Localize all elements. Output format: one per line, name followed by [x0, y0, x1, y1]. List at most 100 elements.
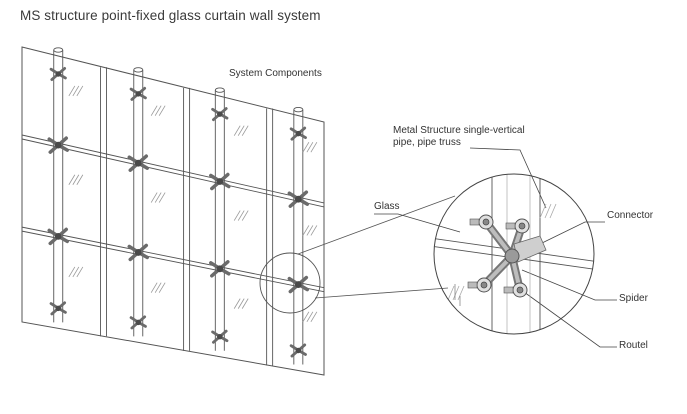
- pipe-top: [133, 67, 144, 73]
- spider-fitting: [289, 126, 307, 141]
- glass-reflection: [306, 141, 314, 153]
- spider-fitting: [49, 301, 67, 316]
- detail-routel-nut: [503, 286, 514, 294]
- glass-reflection: [158, 105, 166, 116]
- glass-reflection: [154, 282, 162, 293]
- label-connector: Connector: [607, 210, 654, 221]
- detail-reflection: [447, 285, 455, 301]
- detail-routel-core: [516, 286, 524, 294]
- glass-reflection: [306, 311, 314, 323]
- label-leader-line: [374, 213, 461, 233]
- spider-hub: [217, 111, 223, 117]
- spider-fitting: [129, 315, 147, 330]
- spider-fitting: [129, 86, 147, 101]
- glass-reflection: [76, 266, 84, 278]
- glass-reflection: [76, 174, 84, 185]
- glass-reflection: [310, 141, 318, 153]
- horizontal-joint: [21, 226, 325, 289]
- glass-reflection: [233, 125, 241, 136]
- spider-fitting: [127, 243, 150, 262]
- glass-reflection: [302, 311, 310, 323]
- glass-reflection: [241, 210, 249, 221]
- spider-fitting: [127, 154, 150, 172]
- glass-reflection: [158, 192, 166, 203]
- spider-hub: [295, 130, 302, 137]
- spider-hub: [294, 281, 302, 288]
- spider-fitting: [289, 343, 307, 358]
- spider-hub: [135, 319, 141, 326]
- glass-reflection: [150, 105, 158, 116]
- detail-reflection: [457, 285, 465, 301]
- detail-reflection: [539, 203, 547, 219]
- detail-routel-nut: [469, 218, 480, 226]
- spider-fitting: [211, 107, 229, 122]
- pipe-top: [53, 47, 64, 53]
- label-spider: Spider: [619, 293, 648, 304]
- callout-line-top: [297, 195, 456, 255]
- spider-fitting: [287, 190, 310, 208]
- glass-wall-elevation: [21, 46, 325, 376]
- glass-reflection: [302, 225, 310, 236]
- glass-reflection: [233, 210, 241, 221]
- spider-fitting: [287, 275, 310, 294]
- glass-reflection: [237, 298, 245, 309]
- spider-hub: [55, 71, 61, 77]
- glass-reflection: [68, 85, 76, 97]
- spider-hub: [134, 249, 142, 256]
- detail-reflection: [452, 285, 460, 301]
- glass-reflection: [150, 282, 158, 293]
- glass-reflection: [310, 311, 318, 323]
- spider-hub: [216, 265, 224, 273]
- glass-reflection: [237, 125, 245, 136]
- label-metal-structure-line2: pipe, pipe truss: [393, 137, 461, 148]
- glass-reflection: [72, 174, 80, 185]
- horizontal-joint: [21, 138, 325, 208]
- glass-reflection: [306, 225, 314, 236]
- glass-reflection: [68, 174, 76, 185]
- glass-reflection: [310, 225, 318, 236]
- label-leader-line: [469, 147, 547, 209]
- detail-routel-nut: [467, 281, 478, 289]
- spider-hub: [54, 232, 62, 240]
- label-leader-line: [539, 221, 605, 245]
- spider-fitting: [211, 329, 229, 344]
- glass-reflection: [241, 298, 249, 309]
- spider-fitting: [47, 136, 69, 154]
- spider-fitting: [209, 172, 231, 191]
- pipe-top: [293, 106, 304, 113]
- horizontal-joint: [21, 134, 325, 204]
- detail-circle-border: [433, 173, 595, 335]
- detail-content: [434, 174, 594, 334]
- spider-fitting: [49, 67, 67, 81]
- spider-hub: [294, 195, 302, 203]
- spider-hub: [55, 305, 61, 312]
- detail-reflection: [544, 203, 552, 219]
- spider-hub: [134, 159, 142, 167]
- horizontal-joint: [21, 230, 325, 293]
- label-metal-structure-line1: Metal Structure single-vertical: [393, 125, 525, 136]
- label-leader-line: [521, 269, 617, 301]
- glass-reflection: [154, 192, 162, 203]
- glass-reflection: [76, 85, 84, 97]
- label-system-components: System Components: [229, 68, 322, 79]
- glass-reflection: [154, 105, 162, 116]
- glass-reflection: [72, 266, 80, 278]
- wall-outline: [21, 46, 325, 376]
- label-leader-line: [523, 291, 617, 348]
- spider-fitting: [47, 227, 69, 246]
- spider-fitting: [209, 260, 231, 278]
- spider-hub: [217, 333, 223, 340]
- detail-routel-core: [482, 218, 490, 226]
- spider-detail-circle: [433, 173, 595, 335]
- callout-line-bottom: [314, 287, 449, 299]
- pipe-top: [214, 87, 225, 93]
- spider-hub: [135, 91, 141, 97]
- glass-reflection: [72, 85, 80, 97]
- glass-reflection: [150, 192, 158, 203]
- detail-routel-core: [518, 222, 526, 230]
- label-routel: Routel: [619, 340, 648, 351]
- detail-routel-nut: [505, 222, 516, 230]
- spider-hub: [216, 178, 224, 185]
- glass-reflection: [241, 125, 249, 136]
- glass-reflection: [302, 141, 310, 153]
